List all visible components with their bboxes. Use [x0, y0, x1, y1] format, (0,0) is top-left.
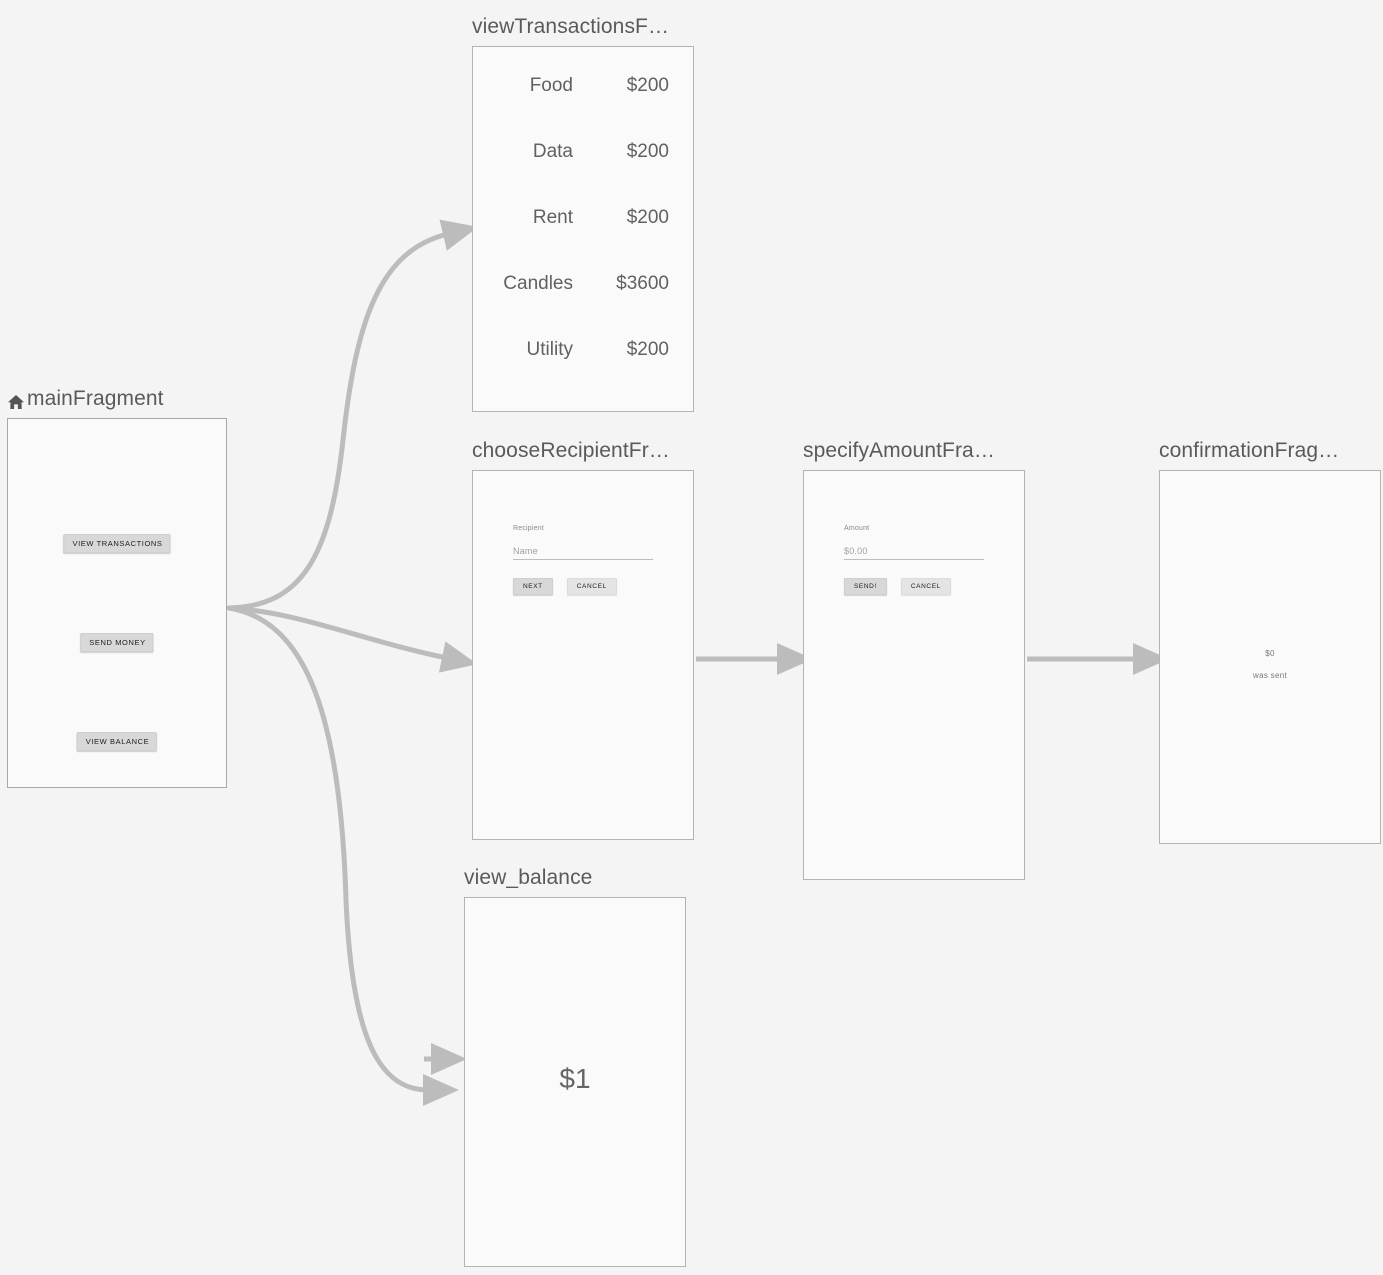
transaction-row: Food $200 [497, 75, 669, 141]
specify-amount-actions: SEND! CANCEL [844, 578, 984, 595]
edge-main-to-choose-recipient [226, 605, 478, 673]
node-title-text: viewTransactionsF… [472, 15, 670, 38]
node-frame-choose-recipient[interactable]: Recipient Name NEXT CANCEL [472, 470, 694, 840]
view-transactions-button[interactable]: VIEW TRANSACTIONS [63, 534, 171, 553]
main-fragment-preview: VIEW TRANSACTIONS SEND MONEY VIEW BALANC… [8, 419, 226, 787]
transaction-amount: $200 [626, 75, 669, 96]
transaction-row: Utility $200 [497, 339, 669, 405]
node-view-balance[interactable]: view_balance $1 [464, 864, 686, 1267]
node-label-confirmation: confirmationFrag… [1159, 437, 1381, 465]
transaction-name: Data [532, 141, 573, 162]
send-button[interactable]: SEND! [844, 578, 887, 595]
amount-field-label: Amount [844, 525, 870, 532]
node-confirmation-fragment[interactable]: confirmationFrag… $0 was sent [1159, 437, 1381, 844]
node-title-text: confirmationFrag… [1159, 439, 1340, 462]
specify-amount-form: Amount $0.00 SEND! CANCEL [804, 525, 1024, 595]
node-specify-amount-fragment[interactable]: specifyAmountFra… Amount $0.00 SEND! CAN… [803, 437, 1025, 880]
node-label-specify-amount: specifyAmountFra… [803, 437, 1025, 465]
transaction-name: Utility [526, 339, 573, 360]
confirmation-text: was sent [1253, 671, 1287, 680]
edge-main-to-view-balance [226, 605, 459, 1106]
node-title-text: chooseRecipientFr… [472, 439, 670, 462]
recipient-field-label: Recipient [513, 525, 544, 532]
transaction-amount: $200 [626, 207, 669, 228]
node-view-transactions-fragment[interactable]: viewTransactionsF… Food $200 Data $200 R… [472, 13, 694, 412]
node-frame-main-fragment[interactable]: VIEW TRANSACTIONS SEND MONEY VIEW BALANC… [7, 418, 227, 788]
choose-recipient-actions: NEXT CANCEL [513, 578, 653, 595]
node-choose-recipient-fragment[interactable]: chooseRecipientFr… Recipient Name NEXT C… [472, 437, 694, 840]
transaction-amount: $3600 [616, 273, 669, 294]
transaction-row: Data $200 [497, 141, 669, 207]
amount-input[interactable]: $0.00 [844, 546, 984, 560]
transaction-row: Candles $3600 [497, 273, 669, 339]
node-label-view-balance: view_balance [464, 864, 686, 892]
node-title-text: mainFragment [27, 387, 164, 410]
node-label-choose-recipient: chooseRecipientFr… [472, 437, 694, 465]
node-frame-confirmation[interactable]: $0 was sent [1159, 470, 1381, 844]
cancel-button[interactable]: CANCEL [566, 578, 617, 595]
recipient-name-input[interactable]: Name [513, 546, 653, 560]
balance-amount: $1 [559, 1063, 591, 1094]
transaction-name: Food [529, 75, 573, 96]
confirmation-message-block: $0 was sent [1160, 649, 1380, 680]
view-balance-button[interactable]: VIEW BALANCE [76, 732, 158, 751]
cancel-button[interactable]: CANCEL [900, 578, 951, 595]
edge-main-to-view-transactions [226, 219, 479, 611]
node-label-main-fragment: mainFragment [7, 385, 227, 413]
choose-recipient-form: Recipient Name NEXT CANCEL [473, 525, 693, 595]
transactions-list: Food $200 Data $200 Rent $200 Candles $3… [473, 47, 693, 411]
node-title-text: specifyAmountFra… [803, 439, 995, 462]
node-frame-view-transactions[interactable]: Food $200 Data $200 Rent $200 Candles $3… [472, 46, 694, 412]
node-frame-specify-amount[interactable]: Amount $0.00 SEND! CANCEL [803, 470, 1025, 880]
send-money-button[interactable]: SEND MONEY [80, 633, 154, 652]
node-title-text: view_balance [464, 866, 593, 889]
transaction-row: Rent $200 [497, 207, 669, 273]
home-icon [7, 391, 25, 409]
next-button[interactable]: NEXT [513, 578, 553, 595]
confirmation-amount: $0 [1265, 649, 1275, 658]
node-label-view-transactions: viewTransactionsF… [472, 13, 694, 41]
transaction-name: Candles [503, 273, 573, 294]
node-main-fragment[interactable]: mainFragment VIEW TRANSACTIONS SEND MONE… [7, 385, 227, 788]
transaction-amount: $200 [626, 339, 669, 360]
transaction-amount: $200 [626, 141, 669, 162]
node-frame-view-balance[interactable]: $1 [464, 897, 686, 1267]
transaction-name: Rent [532, 207, 573, 228]
